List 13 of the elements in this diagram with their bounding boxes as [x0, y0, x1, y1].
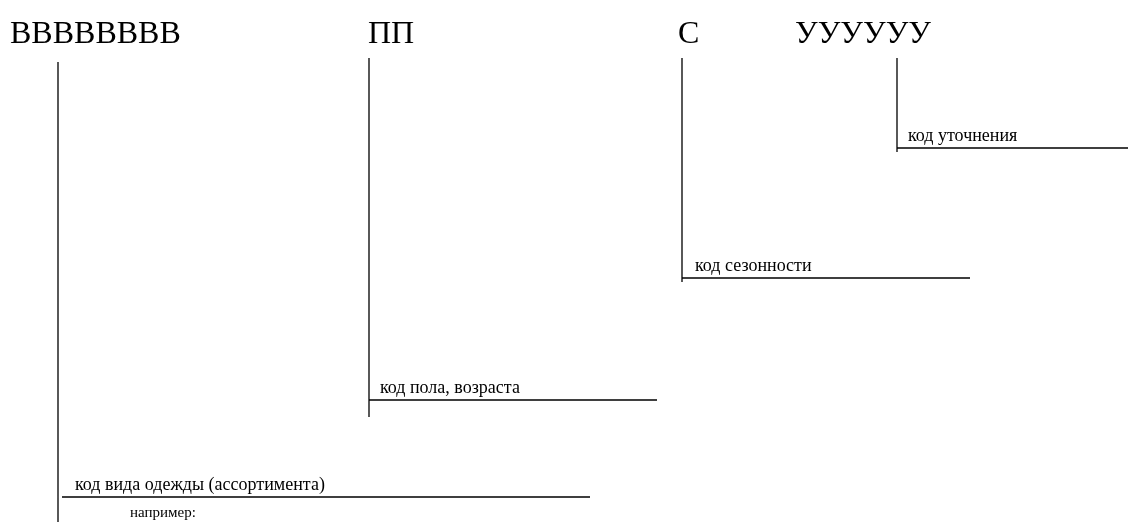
leader-line	[896, 57, 1129, 153]
code-letters: ПП	[368, 14, 415, 50]
code-letters: УУУУУУ	[795, 14, 931, 50]
leader-line	[368, 57, 658, 418]
leader-line	[57, 61, 591, 523]
code-letters: ВВВВВВВВ	[10, 14, 181, 50]
description-text: код уточнения	[908, 125, 1018, 145]
leader-line	[681, 57, 971, 283]
description-text: код вида одежды (ассортимента)	[75, 474, 325, 494]
code-letters: С	[678, 14, 700, 50]
description-text: код пола, возраста	[380, 377, 520, 397]
note-text: например:	[130, 503, 196, 521]
description-text: код сезонности	[695, 255, 812, 275]
